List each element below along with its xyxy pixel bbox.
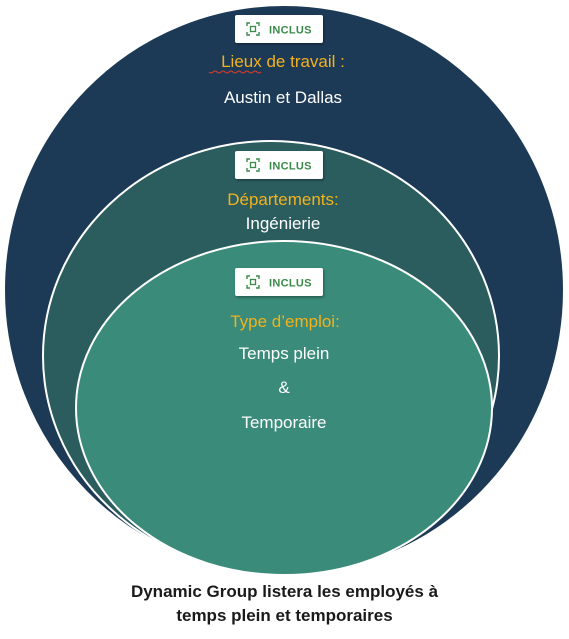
filter-frame-icon [246,22,260,36]
filter-frame-icon [246,158,260,172]
employment-type-line-1: Temps plein [239,344,330,363]
locations-heading: Lieux de travail : [221,52,345,71]
departments-heading: Départements: [227,190,339,209]
caption-line-2: temps plein et temporaires [176,606,393,625]
diagram-caption: Dynamic Group listera les employés à tem… [0,580,569,628]
employment-type-line-2: & [278,378,290,397]
included-badge: INCLUS [235,151,323,179]
badge-label: INCLUS [269,25,312,37]
badge-label: INCLUS [269,278,312,290]
filter-frame-icon [246,275,260,289]
caption-line-1: Dynamic Group listera les employés à [130,582,439,601]
inner-circle-employment-type [75,240,493,576]
departments-value: Ingénierie [246,214,321,233]
nested-circles-diagram: INCLUS Lieux de travail : Austin et Dall… [3,4,565,576]
employment-type-line-3: Temporaire [241,413,326,432]
included-badge: INCLUS [235,268,323,296]
spellcheck-underline [208,70,262,74]
badge-label: INCLUS [269,161,312,173]
employment-type-heading: Type d’emploi: [230,312,340,331]
locations-value: Austin et Dallas [224,88,342,107]
included-badge: INCLUS [235,15,323,43]
